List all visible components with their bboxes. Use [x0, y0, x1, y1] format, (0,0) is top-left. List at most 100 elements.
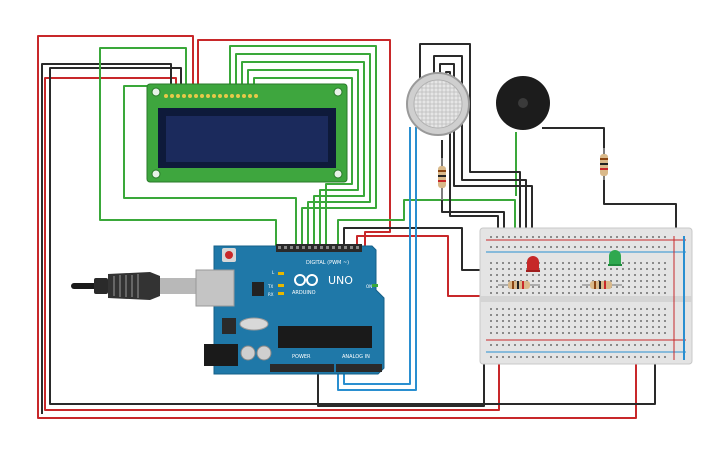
wire-red-lcd-top[interactable] — [197, 39, 391, 247]
resistor-sensor[interactable] — [438, 158, 446, 200]
breadboard-hole — [556, 332, 558, 334]
breadboard-hole — [604, 344, 606, 346]
header-pin[interactable] — [302, 246, 305, 249]
breadboard-hole — [550, 320, 552, 322]
breadboard-hole — [502, 274, 504, 276]
wire-black-outer[interactable] — [49, 67, 656, 405]
led-red[interactable] — [526, 256, 540, 272]
breadboard-hole — [538, 344, 540, 346]
breadboard-hole — [544, 308, 546, 310]
resistor-led-red[interactable] — [498, 281, 540, 289]
breadboard-hole — [508, 320, 510, 322]
lcd-display[interactable] — [146, 83, 348, 183]
breadboard-hole — [556, 280, 558, 282]
breadboard-hole — [538, 308, 540, 310]
header-pin[interactable] — [326, 246, 329, 249]
header-pin[interactable] — [344, 246, 347, 249]
reset-button-cap — [225, 251, 233, 259]
breadboard-hole — [508, 262, 510, 264]
power-header — [270, 364, 334, 372]
header-pin[interactable] — [284, 246, 287, 249]
breadboard-hole — [496, 326, 498, 328]
breadboard-hole — [640, 246, 642, 248]
breadboard-hole — [634, 314, 636, 316]
breadboard-hole — [586, 344, 588, 346]
breadboard-hole — [490, 332, 492, 334]
breadboard-hole — [580, 326, 582, 328]
breadboard-hole — [622, 280, 624, 282]
header-pin[interactable] — [278, 246, 281, 249]
breadboard-hole — [628, 320, 630, 322]
breadboard-hole — [544, 268, 546, 270]
breadboard-hole — [664, 262, 666, 264]
breadboard-hole — [508, 314, 510, 316]
wire-red-inner[interactable] — [44, 77, 500, 411]
led-green[interactable] — [608, 250, 622, 266]
wire-green-bb[interactable] — [337, 199, 516, 247]
wire-red-outer[interactable] — [37, 35, 637, 419]
breadboard-hole — [544, 314, 546, 316]
wire-green-1[interactable] — [99, 47, 277, 247]
breadboard-hole — [634, 280, 636, 282]
lcd-screen — [166, 116, 328, 162]
breadboard-hole — [604, 326, 606, 328]
breadboard-hole — [598, 262, 600, 264]
breadboard[interactable] — [479, 227, 693, 365]
breadboard-hole — [646, 246, 648, 248]
breadboard-hole — [616, 308, 618, 310]
breadboard-hole — [508, 326, 510, 328]
breadboard-hole — [508, 280, 510, 282]
resistor-buzzer[interactable] — [600, 148, 608, 180]
breadboard-hole — [520, 326, 522, 328]
wire-green-4[interactable] — [235, 53, 371, 247]
breadboard-hole — [628, 286, 630, 288]
header-pin[interactable] — [320, 246, 323, 249]
capacitor-1 — [240, 345, 256, 361]
breadboard-hole — [634, 246, 636, 248]
header-pin[interactable] — [332, 246, 335, 249]
wire-green-5[interactable] — [241, 61, 365, 247]
breadboard-hole — [574, 356, 576, 358]
crystal — [239, 317, 269, 331]
breadboard-hole — [538, 320, 540, 322]
breadboard-hole — [490, 314, 492, 316]
resistor-led-green[interactable] — [582, 281, 622, 289]
breadboard-hole — [592, 320, 594, 322]
wire-black-sensor-res[interactable] — [441, 140, 505, 240]
breadboard-hole — [496, 332, 498, 334]
wire-blue-1[interactable] — [337, 127, 417, 391]
breadboard-hole — [658, 280, 660, 282]
wire-black-buzzer[interactable] — [542, 127, 677, 240]
piezo-buzzer[interactable] — [496, 76, 550, 130]
breadboard-hole — [568, 320, 570, 322]
wire-black-lcd[interactable] — [41, 63, 172, 414]
breadboard-hole — [586, 326, 588, 328]
header-pin[interactable] — [338, 246, 341, 249]
breadboard-hole — [544, 344, 546, 346]
breadboard-hole — [652, 280, 654, 282]
usb-cable[interactable] — [71, 272, 196, 300]
arduino-uno[interactable]: UNO ARDUINO DIGITAL (PWM ~) POWER ANALOG… — [195, 244, 385, 375]
breadboard-hole — [568, 236, 570, 238]
wire-green-6[interactable] — [247, 69, 359, 247]
header-pin[interactable] — [356, 246, 359, 249]
breadboard-hole — [502, 262, 504, 264]
breadboard-hole — [520, 292, 522, 294]
header-pin[interactable] — [308, 246, 311, 249]
header-pin[interactable] — [350, 246, 353, 249]
wire-green-7[interactable] — [253, 77, 353, 247]
breadboard-hole — [562, 320, 564, 322]
breadboard-hole — [562, 268, 564, 270]
header-pin[interactable] — [290, 246, 293, 249]
breadboard-hole — [568, 268, 570, 270]
gas-sensor[interactable] — [406, 72, 470, 136]
wire-black-bottom[interactable] — [317, 345, 485, 407]
header-pin[interactable] — [314, 246, 317, 249]
breadboard-hole — [544, 274, 546, 276]
header-pin[interactable] — [296, 246, 299, 249]
breadboard-hole — [586, 280, 588, 282]
breadboard-hole — [490, 356, 492, 358]
wire-green-3[interactable] — [229, 45, 377, 247]
breadboard-hole — [646, 326, 648, 328]
breadboard-hole — [658, 292, 660, 294]
